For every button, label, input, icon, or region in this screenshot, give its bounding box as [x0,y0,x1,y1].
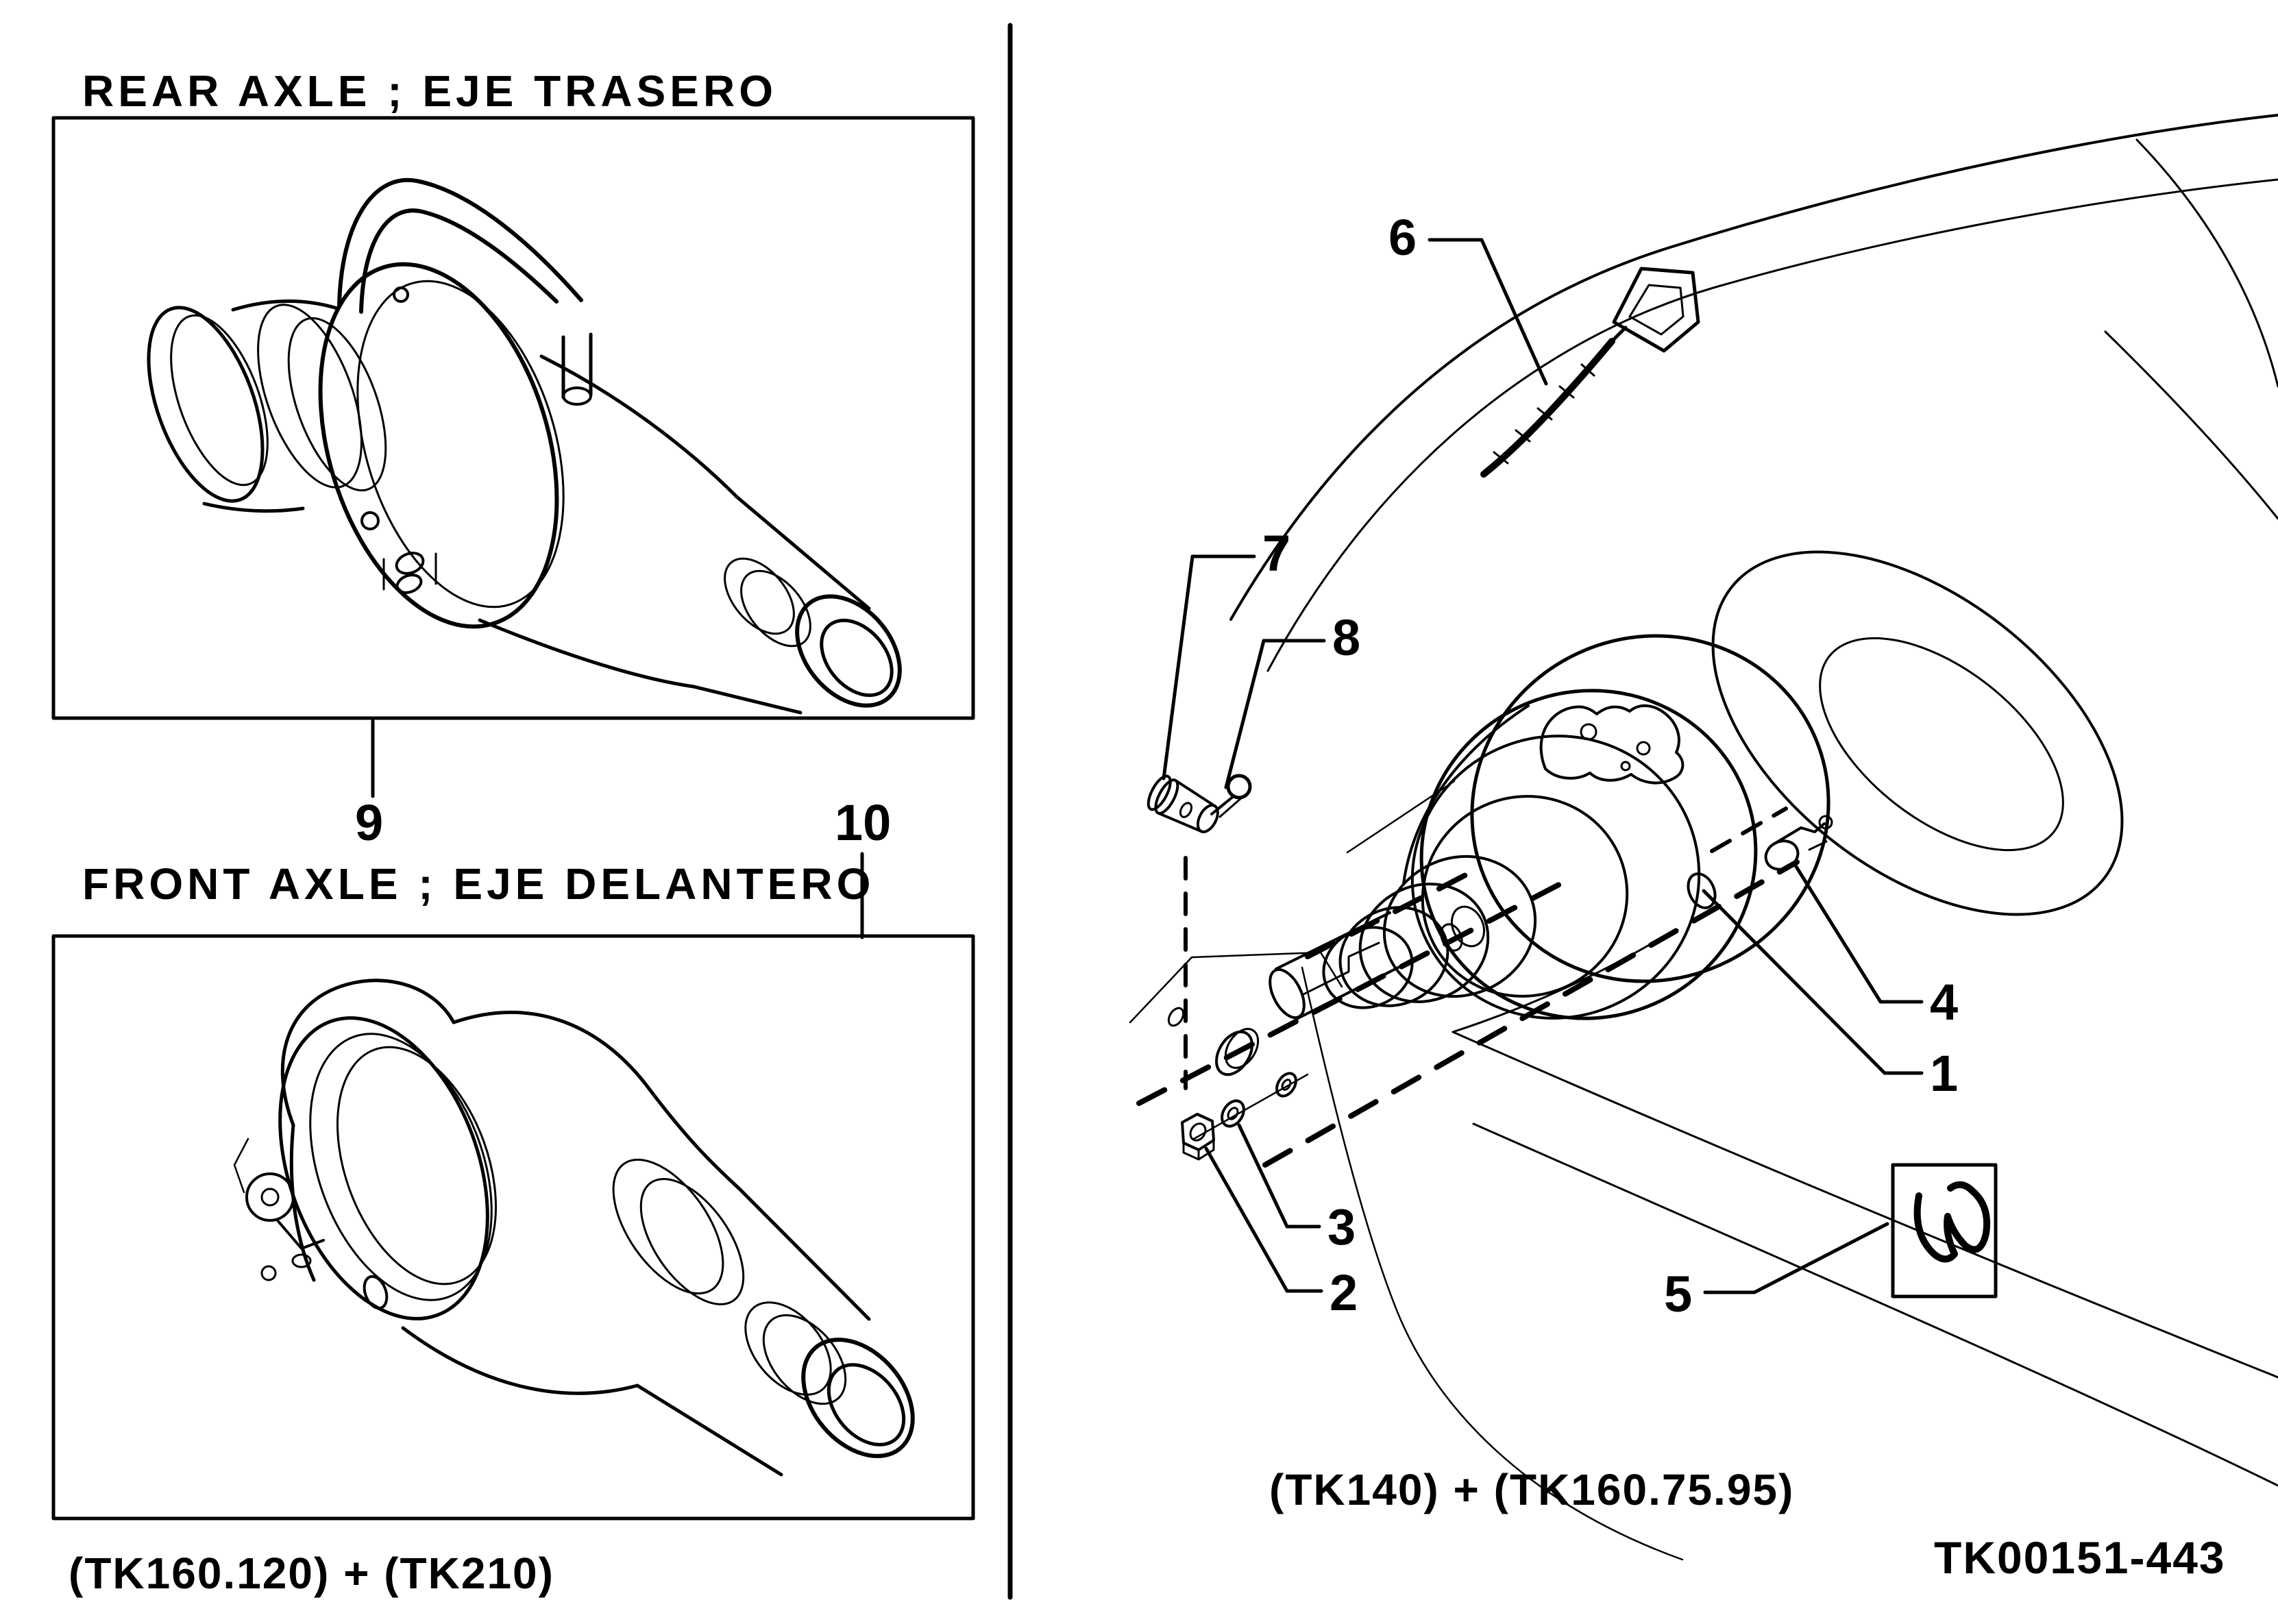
pushrod-hardware [1167,1007,1297,1161]
leader-1 [1702,889,1924,1075]
leader-lines [1162,238,1924,1294]
clip-detail-box [1891,1163,1998,1299]
cotter-pin [1210,774,1252,818]
leader-8 [1224,639,1326,789]
washer [1221,1099,1245,1128]
left-model-footer: (TK160.120) + (TK210) [69,1549,554,1598]
front-axle-frame [51,934,975,1521]
leader-7 [1162,554,1256,780]
hex-nut [1181,1113,1215,1161]
mounting-bracket [1539,704,1685,785]
callout-2: 2 [1330,1264,1358,1321]
document-number: TK00151-443 [1934,1532,2226,1583]
right-model-footer: (TK140) + (TK160.75.95) [1269,1465,1794,1514]
callout-10: 10 [835,794,891,851]
brake-chamber-figure [1269,634,1833,1020]
axle-housing-figure [1129,114,2278,1561]
leader-4 [1792,861,1924,1004]
right-panel: 6 7 8 4 1 3 2 5 (TK140) + (TK160.75.95) … [1129,114,2278,1583]
callout-1: 1 [1930,1045,1958,1102]
callout-4: 4 [1930,974,1958,1031]
drum-clamp-detail [382,552,437,594]
callout-9: 9 [355,794,383,851]
front-axle-figure [233,979,915,1477]
pushrod-sleeve [1269,911,1410,1020]
callout-6: 6 [1388,209,1417,266]
leader-6 [1428,238,1548,386]
rear-axle-figure [147,177,902,715]
centerlines [1136,807,1800,1168]
callout-7: 7 [1262,525,1290,582]
pad-disc [1215,1028,1260,1076]
left-panel: REAR AXLE ; EJE TRASERO [51,66,975,1598]
callout-3: 3 [1327,1198,1356,1255]
knuckle-clamp-detail [233,1137,325,1281]
leader-2 [1204,1146,1323,1293]
retaining-clip [1913,1181,1991,1263]
rear-axle-title: REAR AXLE ; EJE TRASERO [82,66,777,116]
leader-5 [1703,1222,1889,1294]
callout-5: 5 [1664,1266,1692,1322]
front-axle-title: FRONT AXLE ; EJE DELANTERO [82,859,874,909]
rear-axle-frame [51,116,975,720]
leader-3 [1237,1123,1321,1229]
callout-8: 8 [1332,609,1360,666]
clevis-pin [1147,774,1219,833]
bleeder-fitting [1764,815,1833,871]
washer-small [1275,1072,1297,1098]
cable-tie [1480,267,1700,478]
